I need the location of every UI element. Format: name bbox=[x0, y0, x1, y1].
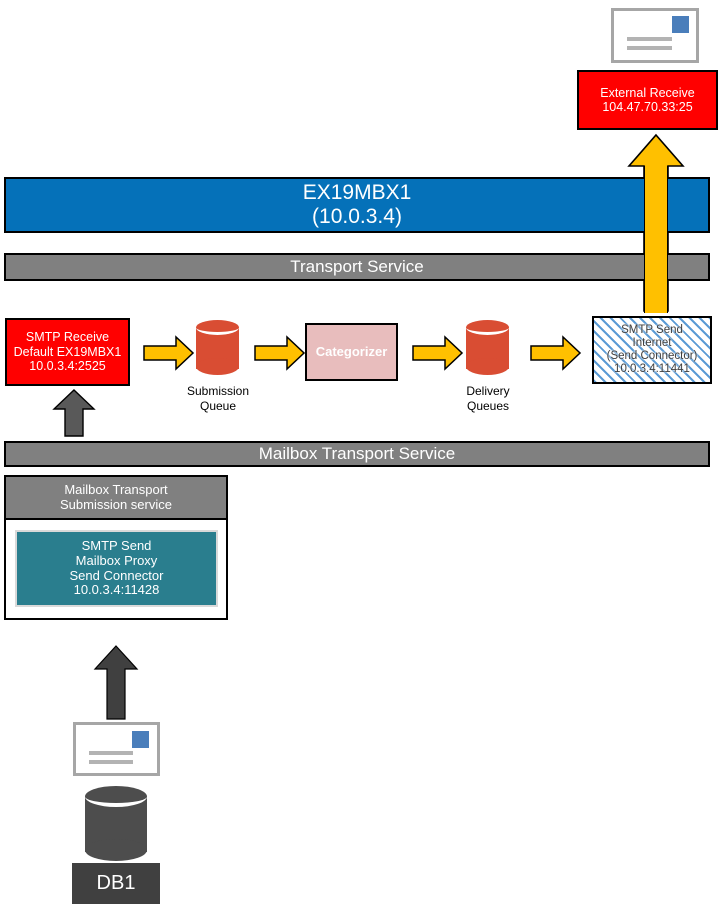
arrow-up-icon-yellow-overlay bbox=[644, 166, 668, 313]
cylinder-top bbox=[196, 320, 239, 335]
categorizer-label: Categorizer bbox=[315, 343, 388, 359]
smtp-send-internet-line4: 10.0.3.4:11441 bbox=[614, 363, 690, 376]
arrow-right-icon-3 bbox=[412, 335, 464, 371]
arrow-up-icon-gray-bottom bbox=[93, 645, 139, 720]
smtp-receive-line3: 10.0.3.4:2525 bbox=[29, 359, 106, 374]
database-cylinder-icon-submission bbox=[196, 320, 239, 376]
envelope-icon-bottom bbox=[73, 722, 160, 776]
smtp-send-proxy-line3: Send Connector bbox=[69, 567, 164, 583]
mailbox-transport-submission-panel: Mailbox Transport Submission service SMT… bbox=[4, 475, 228, 620]
smtp-receive-line1: SMTP Receive bbox=[25, 330, 110, 345]
envelope-icon-top bbox=[611, 8, 699, 63]
database-label-box: DB1 bbox=[72, 863, 160, 904]
submission-queue-label: Submission Queue bbox=[186, 384, 250, 413]
mailbox-transport-submission-line2: Submission service bbox=[60, 496, 172, 512]
smtp-send-proxy-line4: 10.0.3.4:11428 bbox=[73, 582, 160, 598]
cylinder-bottom bbox=[196, 358, 239, 375]
envelope-stamp-icon bbox=[672, 16, 689, 33]
transport-service-label: Transport Service bbox=[290, 257, 424, 277]
envelope-line-icon bbox=[89, 751, 133, 755]
envelope-line-icon bbox=[89, 760, 133, 764]
smtp-send-internet-box: SMTP Send Internet (Send Connector) 10.0… bbox=[592, 316, 712, 384]
server-name: EX19MBX1 bbox=[302, 180, 412, 204]
server-ip: (10.0.3.4) bbox=[312, 205, 402, 228]
database-cylinder-icon-db1 bbox=[85, 786, 147, 862]
arrow-right-icon-4 bbox=[530, 335, 582, 371]
cylinder-top bbox=[85, 786, 147, 807]
smtp-send-proxy-line2: Mailbox Proxy bbox=[75, 552, 158, 568]
envelope-line-icon bbox=[627, 37, 672, 41]
smtp-send-internet-line2: Internet bbox=[632, 336, 672, 349]
mailbox-transport-service-label: Mailbox Transport Service bbox=[258, 444, 456, 464]
server-banner: EX19MBX1 (10.0.3.4) bbox=[4, 177, 710, 233]
smtp-send-internet-line1: SMTP Send bbox=[621, 323, 683, 336]
external-receive-line2: 104.47.70.33:25 bbox=[602, 100, 693, 114]
cylinder-top bbox=[466, 320, 509, 335]
envelope-stamp-icon bbox=[132, 731, 149, 748]
smtp-send-internet-line3: (Send Connector) bbox=[606, 350, 698, 362]
arrow-right-icon-1 bbox=[143, 335, 195, 371]
transport-service-bar: Transport Service bbox=[4, 253, 710, 281]
smtp-send-proxy-box: SMTP Send Mailbox Proxy Send Connector 1… bbox=[15, 530, 218, 607]
smtp-receive-line2: Default EX19MBX1 bbox=[13, 344, 122, 359]
smtp-send-proxy-line1: SMTP Send bbox=[81, 537, 152, 553]
delivery-queues-label: Delivery Queues bbox=[466, 384, 510, 413]
cylinder-bottom bbox=[85, 839, 147, 861]
smtp-receive-box: SMTP Receive Default EX19MBX1 10.0.3.4:2… bbox=[5, 318, 130, 386]
mailbox-transport-submission-line1: Mailbox Transport bbox=[64, 481, 168, 497]
external-receive-line1: External Receive bbox=[600, 85, 695, 100]
mailbox-transport-service-bar: Mailbox Transport Service bbox=[4, 441, 710, 467]
categorizer-box: Categorizer bbox=[305, 323, 398, 381]
cylinder-bottom bbox=[466, 358, 509, 375]
arrow-up-icon-gray-top bbox=[52, 389, 96, 437]
envelope-line-icon bbox=[627, 46, 672, 50]
database-label: DB1 bbox=[96, 872, 136, 894]
database-cylinder-icon-delivery bbox=[466, 320, 509, 376]
mailbox-transport-submission-header: Mailbox Transport Submission service bbox=[4, 475, 228, 520]
external-receive-box: External Receive 104.47.70.33:25 bbox=[577, 70, 718, 130]
arrow-right-icon-2 bbox=[254, 335, 306, 371]
